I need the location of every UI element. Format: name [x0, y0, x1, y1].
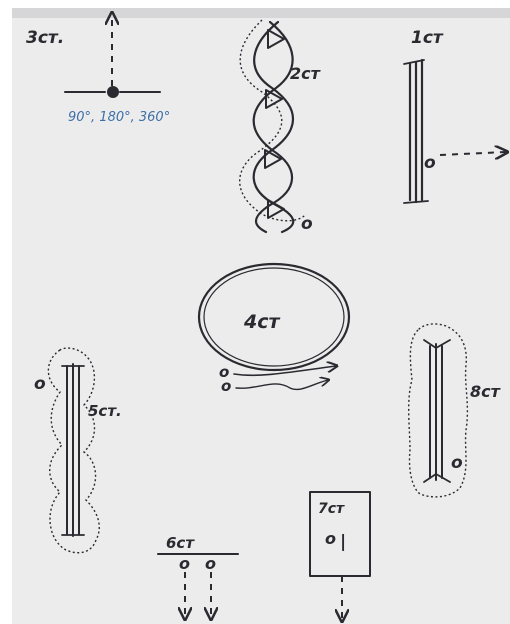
label-4st: 4ст — [243, 311, 280, 333]
label-8st: 8ст — [470, 382, 502, 401]
marker-2st: o — [301, 214, 313, 234]
marker-5st: o — [34, 374, 46, 394]
marker-4st-2: o — [221, 377, 231, 395]
label-6st: 6ст — [166, 534, 195, 552]
angles-note: 90°, 180°, 360° — [68, 110, 170, 125]
marker-8st: o — [451, 453, 463, 473]
marker-1st: o — [424, 153, 436, 173]
dot-3st — [107, 86, 119, 98]
marker-6st-2: o — [205, 554, 216, 573]
marker-7st: o — [325, 529, 336, 548]
label-1st: 1ст — [411, 28, 444, 48]
tick-7st: | — [340, 532, 346, 552]
label-3st: 3ст. — [26, 28, 64, 48]
label-7st: 7ст — [318, 501, 345, 517]
marker-6st-1: o — [179, 554, 190, 573]
left-shadow — [0, 0, 12, 624]
label-5st: 5ст. — [88, 402, 122, 420]
top-shadow — [10, 8, 510, 18]
label-2st: 2ст — [290, 64, 322, 83]
